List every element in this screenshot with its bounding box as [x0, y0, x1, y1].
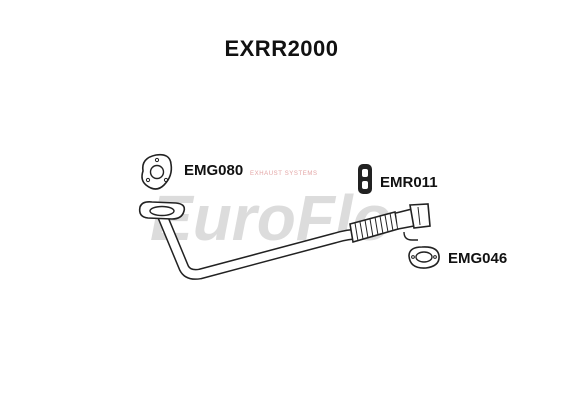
page-title: EXRR2000: [224, 36, 339, 61]
label-emr011: EMR011: [380, 174, 438, 191]
gasket-emg080: [141, 153, 173, 190]
watermark-tagline: EXHAUST SYSTEMS: [250, 171, 318, 177]
watermark-logo: EuroFlo: [150, 182, 392, 254]
front-pipe: [138, 201, 431, 280]
bracket: [403, 231, 418, 241]
rubber-mount-emr011: [358, 164, 372, 194]
watermark-logo-text: EuroFlo: [150, 182, 392, 254]
label-emg046: EMG046: [448, 250, 508, 267]
label-emg080: EMG080: [184, 162, 244, 179]
outlet-flange: [409, 203, 431, 229]
gasket-emg046: [408, 246, 440, 269]
